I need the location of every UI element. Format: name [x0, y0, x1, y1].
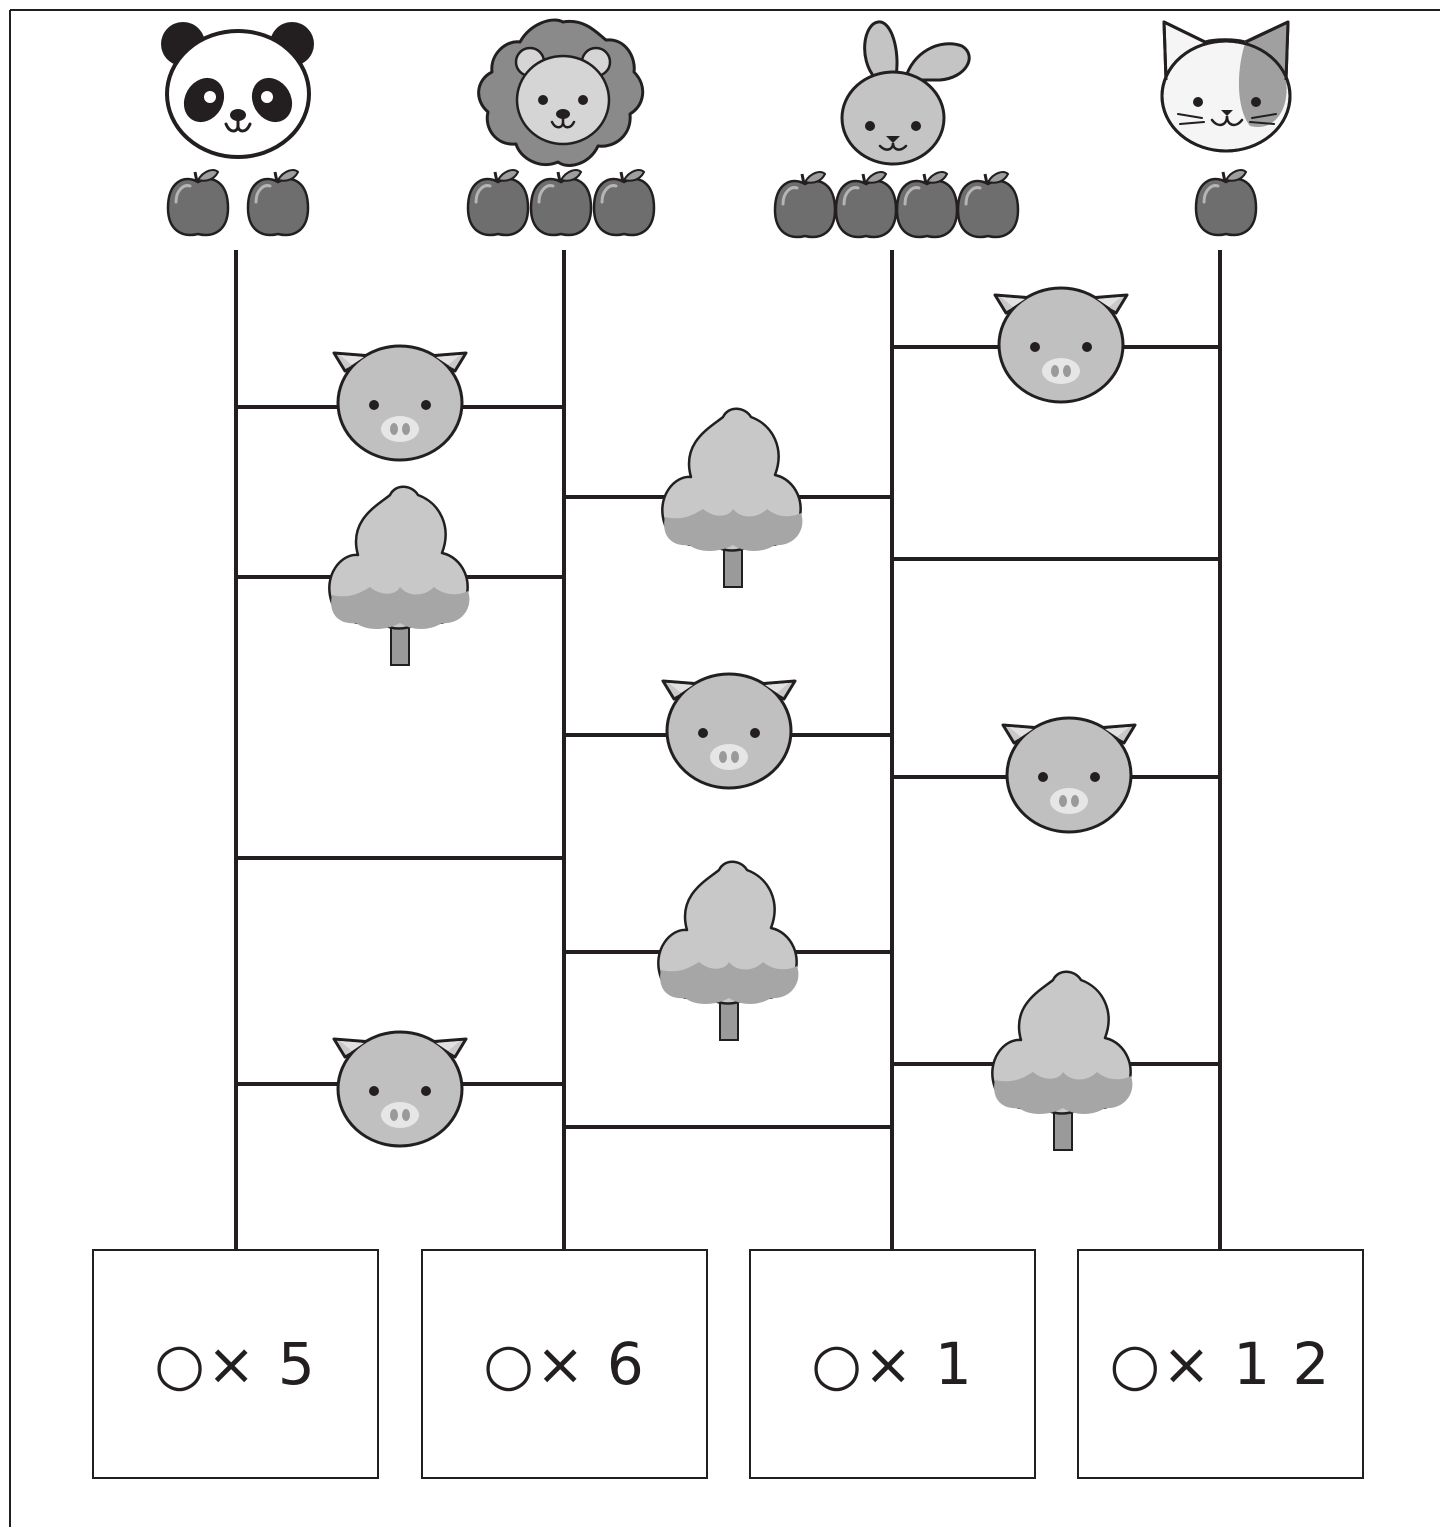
apple-icon — [466, 168, 530, 237]
pig-obstacle-icon — [993, 286, 1129, 404]
answer-box-2-label: ○× 6 — [483, 1330, 646, 1398]
answer-box-3-label: ○× 1 — [811, 1330, 974, 1398]
apple-icon — [246, 168, 310, 237]
panda-icon — [161, 22, 314, 159]
tree-obstacle-icon — [657, 860, 800, 1042]
pig-obstacle-icon — [1001, 716, 1137, 834]
answer-box[interactable] — [92, 1249, 379, 1479]
page-border — [9, 9, 1440, 1527]
rabbit-icon — [840, 20, 971, 166]
answer-box-4-label: ○× 1 2 — [1109, 1330, 1332, 1398]
cat-icon — [1160, 20, 1292, 153]
tree-obstacle-icon — [991, 970, 1134, 1152]
lion-icon — [477, 18, 645, 167]
tree-obstacle-icon — [328, 485, 471, 667]
apple-icon — [834, 170, 898, 239]
answer-box[interactable] — [421, 1249, 708, 1479]
apple-icon — [592, 168, 656, 237]
apple-icon — [956, 170, 1020, 239]
tree-obstacle-icon — [661, 407, 804, 589]
answer-box-1-label: ○× 5 — [154, 1330, 317, 1398]
apple-icon — [529, 168, 593, 237]
pig-obstacle-icon — [661, 672, 797, 790]
apple-icon — [895, 170, 959, 239]
apple-icon — [1194, 168, 1258, 237]
pig-obstacle-icon — [332, 1030, 468, 1148]
apple-icon — [166, 168, 230, 237]
answer-box[interactable] — [749, 1249, 1036, 1479]
pig-obstacle-icon — [332, 344, 468, 462]
answer-box[interactable] — [1077, 1249, 1364, 1479]
apple-icon — [773, 170, 837, 239]
